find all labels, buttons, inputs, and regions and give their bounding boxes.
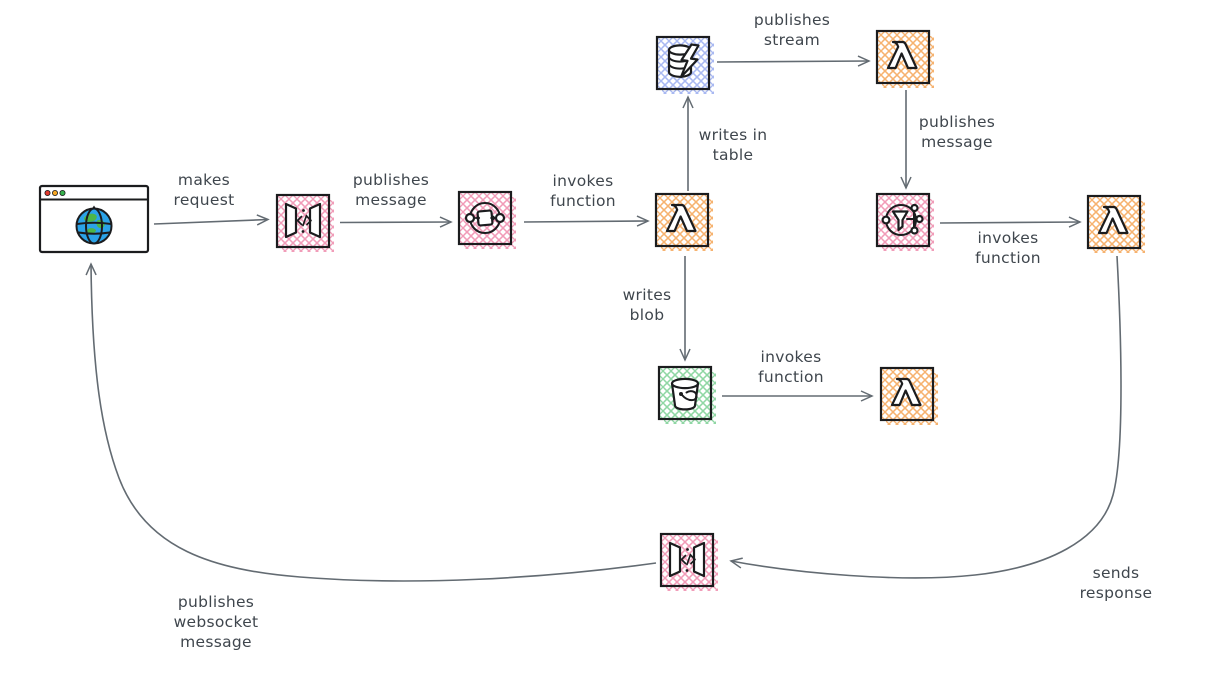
edge-label-writes-in-table: writes in table [698, 126, 768, 164]
node-dynamodb-table[interactable] [653, 33, 717, 97]
lambda-icon [879, 366, 938, 425]
edge-label-invokes-function-2: invokes function [975, 229, 1041, 267]
edge-invokes-function-1 [523, 215, 650, 227]
node-lambda-stream-handler[interactable] [873, 27, 937, 91]
lambda-icon [875, 29, 934, 88]
s3-bucket-icon [657, 365, 716, 424]
edge-makes-request [153, 214, 270, 226]
node-lambda-notifier[interactable] [1084, 192, 1148, 256]
edge-label-publishes-message-2: publishes message [918, 113, 996, 151]
node-sns-topic[interactable] [873, 190, 937, 254]
edge-label-invokes-function-1: invokes function [550, 172, 616, 210]
edge-label-publishes-websocket-message: publishes websocket message [173, 593, 259, 651]
sqs-queue-icon [457, 190, 516, 249]
node-sqs-queue[interactable] [455, 188, 519, 252]
edge-label-writes-blob: writes blob [622, 286, 672, 324]
edge-label-sends-response: sends response [1079, 564, 1153, 602]
node-lambda-main[interactable] [652, 190, 716, 254]
edge-publishes-stream [716, 55, 871, 67]
edge-invokes-function-2 [939, 216, 1082, 228]
node-browser[interactable] [36, 182, 152, 258]
edge-label-invokes-function-3: invokes function [758, 348, 824, 386]
edge-label-publishes-stream: publishes stream [753, 11, 831, 49]
node-s3-bucket[interactable] [655, 363, 719, 427]
node-api-gateway-websocket[interactable] [657, 530, 721, 594]
api-gateway-icon [659, 532, 718, 591]
edge-label-publishes-message-1: publishes message [352, 171, 430, 209]
browser-globe-icon [38, 184, 150, 254]
edge-label-makes-request: makes request [173, 171, 235, 209]
node-api-gateway-request[interactable] [273, 191, 337, 255]
node-lambda-blob-processor[interactable] [877, 364, 941, 428]
edge-publishes-message-1 [339, 216, 453, 228]
edge-publishes-websocket-message [85, 262, 657, 582]
lambda-icon [654, 192, 713, 251]
dynamodb-icon [655, 35, 714, 94]
api-gateway-icon [275, 193, 334, 252]
lambda-icon [1086, 194, 1145, 253]
sns-topic-icon [875, 192, 934, 251]
